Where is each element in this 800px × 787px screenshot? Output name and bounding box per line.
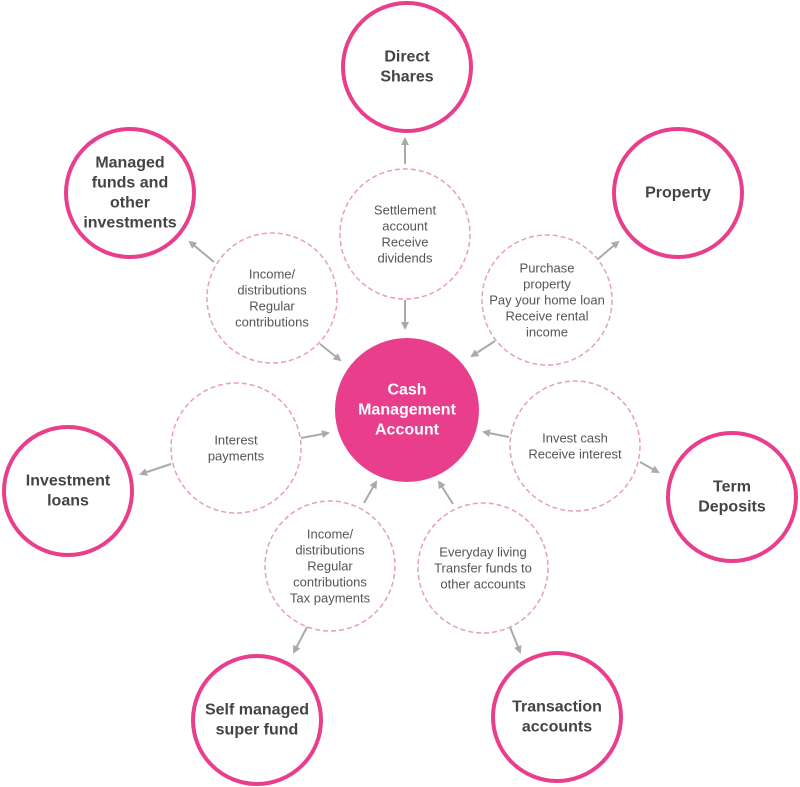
arrow [319, 343, 342, 362]
mid-nodes: SettlementaccountReceivedividendsPurchas… [170, 168, 641, 634]
mid-node-label: other accounts [440, 577, 526, 592]
outer-node-self-managed-super-fund: Self managed super fund [191, 654, 323, 786]
outer-node-property: Property [612, 127, 744, 259]
arrow [293, 626, 308, 654]
center-label: Management [358, 402, 456, 419]
outer-node-circle [191, 654, 323, 786]
mid-node-circle [417, 502, 549, 634]
outer-node-label: other [110, 195, 150, 212]
outer-node-label: Term [713, 479, 751, 496]
mid-node-label: Transfer funds to [434, 561, 532, 576]
arrow [482, 429, 510, 438]
arrow [437, 480, 454, 505]
outer-node-label: funds and [92, 175, 168, 192]
outer-node-label: Self managed [205, 702, 309, 719]
outer-node-circle [64, 127, 196, 259]
outer-node-circle [612, 127, 744, 259]
mid-node-super-contributions: Income/distributionsRegularcontributions… [264, 500, 396, 632]
mid-node-label: Receive [382, 235, 429, 250]
mid-node-label: dividends [378, 251, 433, 266]
arrow [139, 463, 172, 476]
arrow [470, 340, 496, 358]
connector-arrows [139, 137, 660, 654]
mid-node-label: Invest cash [542, 431, 608, 446]
outer-node-circle [666, 431, 798, 563]
mid-node-label: Settlement [374, 203, 437, 218]
arrow [597, 240, 620, 260]
mid-node-label: property [523, 277, 571, 292]
mid-node-circle [509, 380, 641, 512]
mid-node-label: contributions [293, 575, 367, 590]
mid-node-label: Regular [249, 299, 295, 314]
outer-node-label: Deposits [698, 499, 766, 516]
outer-node-label: Transaction [512, 699, 602, 716]
outer-node-transaction-accounts: Transaction accounts [491, 651, 623, 783]
center-label: Account [375, 422, 440, 439]
mid-node-circle [339, 168, 471, 300]
mid-node-circle [481, 234, 613, 366]
mid-node-label: distributions [295, 543, 365, 558]
outer-node-label: Investment [26, 473, 111, 490]
outer-node-label: investments [83, 215, 176, 232]
mid-node-label: Income/ [307, 527, 354, 542]
mid-node-label: Income/ [249, 267, 296, 282]
outer-node-circle [341, 1, 473, 133]
mid-node-label: income [526, 325, 568, 340]
mid-node-label: Interest [214, 433, 258, 448]
mid-node-label: Tax payments [290, 591, 371, 606]
outer-node-managed-funds: Managed funds and other investments [64, 127, 196, 259]
outer-node-label: Managed [95, 155, 164, 172]
arrow [300, 430, 330, 439]
mid-node-label: Receive rental [505, 309, 588, 324]
mid-node-label: account [382, 219, 428, 234]
outer-node-circle [491, 651, 623, 783]
outer-node-investment-loans: Investment loans [2, 425, 134, 557]
outer-node-label: loans [47, 493, 89, 510]
arrow [509, 626, 522, 654]
arrow [363, 480, 377, 504]
mid-node-label: Pay your home loan [489, 293, 605, 308]
center-circle [335, 338, 479, 482]
outer-node-label: accounts [522, 719, 592, 736]
center-label: Cash [387, 382, 426, 399]
outer-node-label: Shares [380, 69, 433, 86]
outer-node-circle [2, 425, 134, 557]
mid-node-label: Purchase [520, 261, 575, 276]
mid-node-label: payments [208, 449, 265, 464]
mid-node-label: distributions [237, 283, 307, 298]
outer-node-label: super fund [216, 722, 299, 739]
mid-node-label: Receive interest [528, 447, 622, 462]
mid-node-circle [170, 382, 302, 514]
mid-node-label: Regular [307, 559, 353, 574]
outer-node-label: Property [645, 185, 711, 202]
mid-node-circle [264, 500, 396, 632]
outer-node-label: Direct [384, 49, 430, 66]
mid-node-label: Everyday living [439, 545, 526, 560]
arrow [188, 240, 215, 263]
mid-node-circle [206, 232, 338, 364]
mid-node-label: contributions [235, 315, 309, 330]
arrow [639, 461, 660, 473]
